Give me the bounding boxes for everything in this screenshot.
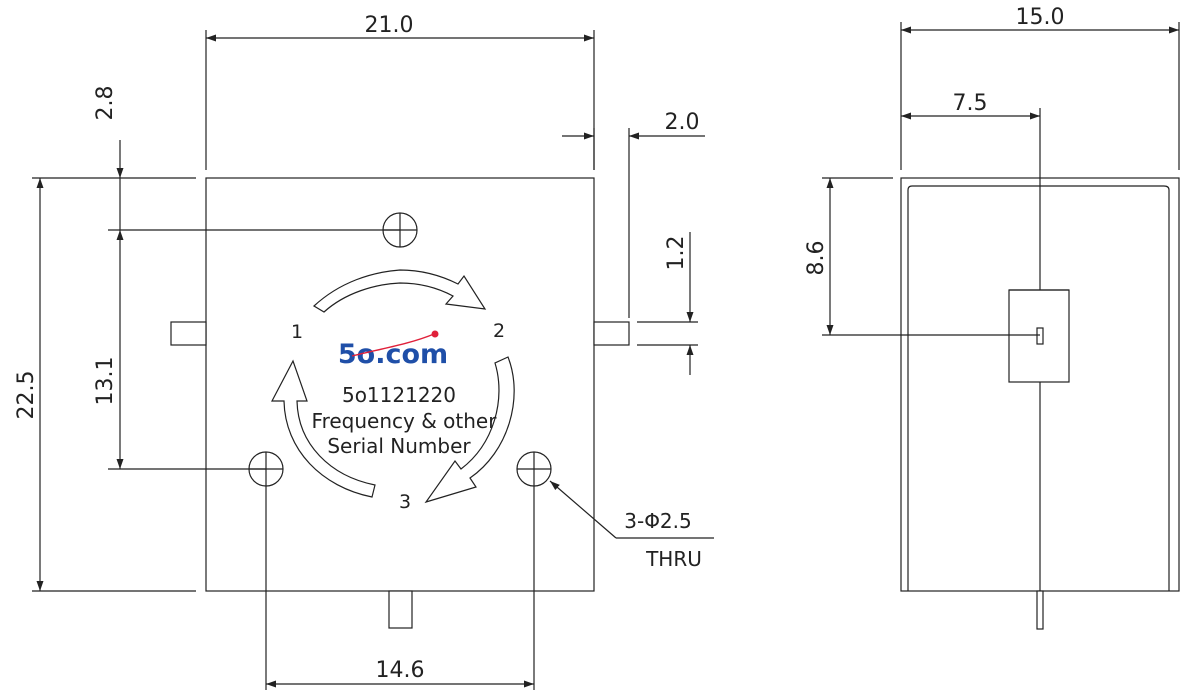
hole-callout-type: THRU <box>645 547 702 571</box>
dim-hole-spacing-horizontal: 14.6 <box>376 658 425 683</box>
hole-callout-size: 3-Φ2.5 <box>624 509 692 533</box>
logo-text: 5o.com <box>338 339 448 370</box>
side-view <box>822 22 1180 630</box>
dim-pin-thickness: 1.2 <box>664 236 689 271</box>
model-number: 5o1121220 <box>342 383 456 407</box>
mounting-hole-right <box>516 451 552 487</box>
port-1-pin <box>170 321 207 346</box>
circulation-arrow-3-1 <box>271 359 376 498</box>
side-pin-slot <box>1036 327 1044 345</box>
dim-top-offset: 2.8 <box>93 86 118 121</box>
circulation-arrow-2-3 <box>424 356 515 504</box>
side-bottom-pin <box>1036 590 1044 630</box>
circulation-arrow-1-2 <box>313 269 487 313</box>
port-3-pin <box>388 590 413 629</box>
port-2-pin <box>593 321 630 346</box>
dim-side-width: 15.0 <box>1016 5 1065 30</box>
label-frequency: Frequency & other <box>312 409 498 433</box>
brand-logo: 5o.com <box>338 330 448 370</box>
dim-pin-width: 2.0 <box>665 110 700 135</box>
dim-hole-spacing-vertical: 13.1 <box>93 357 118 406</box>
dim-side-pin-height: 8.6 <box>804 241 829 276</box>
dim-width-top: 21.0 <box>365 13 414 38</box>
dim-side-half-width: 7.5 <box>953 91 988 116</box>
front-view <box>32 30 714 690</box>
side-inner-outline <box>907 185 1170 591</box>
label-serial: Serial Number <box>327 434 471 458</box>
port-label-2: 2 <box>493 320 505 342</box>
port-label-3: 3 <box>399 491 411 513</box>
dim-height-total: 22.5 <box>14 371 39 420</box>
port-label-1: 1 <box>291 321 303 343</box>
